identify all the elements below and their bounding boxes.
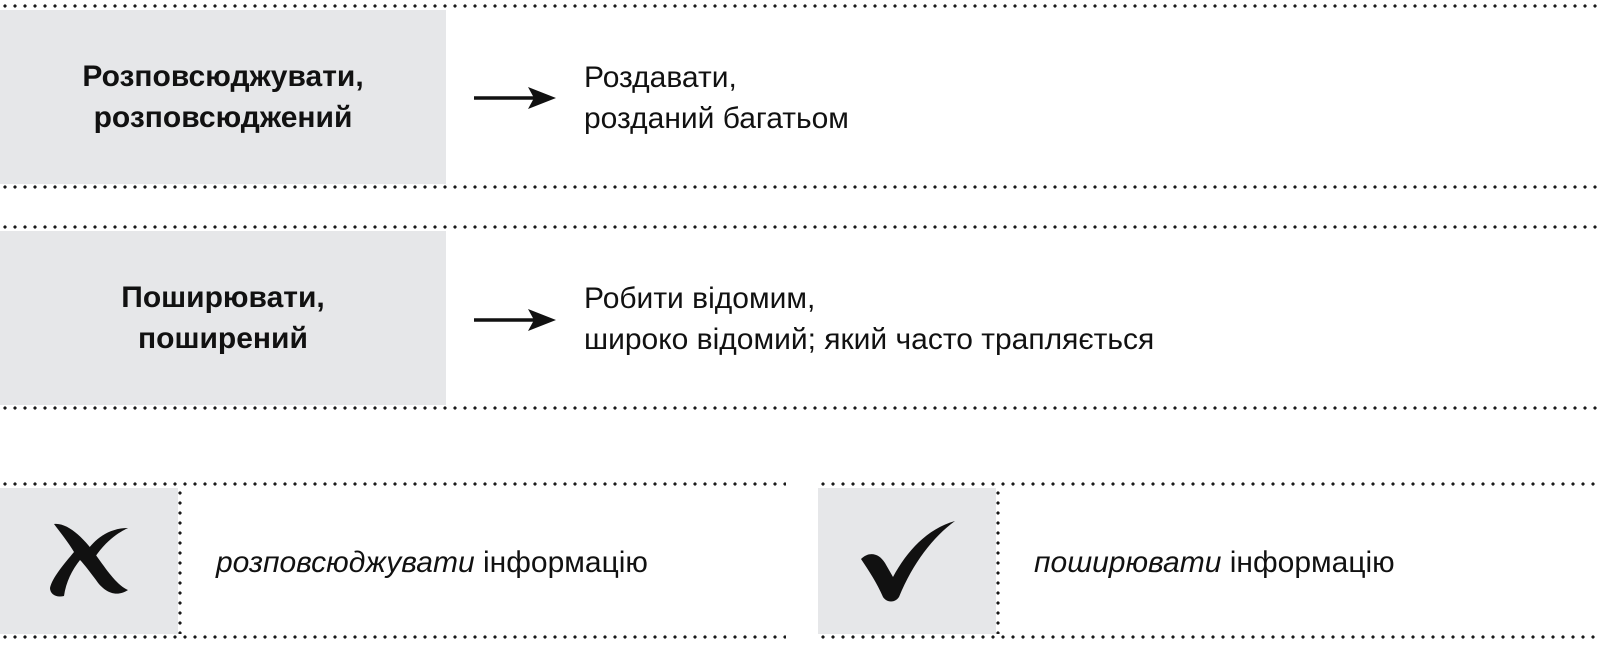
term-2-line2: поширений xyxy=(138,322,308,355)
row1-top-divider xyxy=(0,4,1600,8)
meaning-2: Робити відомим, широко відомий; який час… xyxy=(584,278,1154,360)
right-example-text: поширювати інформацію xyxy=(1034,542,1395,583)
right-example-top-divider xyxy=(818,482,1600,486)
meaning-2-line2: широко відомий; який часто трапляється xyxy=(584,323,1155,356)
meaning-2-line1: Робити відомим, xyxy=(584,282,816,315)
right-mark-box xyxy=(818,488,996,634)
cross-mark-icon xyxy=(50,523,128,597)
meaning-1: Роздавати, розданий багатьом xyxy=(584,57,849,139)
wrong-example-separator xyxy=(178,488,182,634)
term-1-line1: Розповсюджувати, xyxy=(82,60,364,93)
meaning-1-line2: розданий багатьом xyxy=(584,102,849,135)
row2-bottom-divider xyxy=(0,406,1600,410)
arrow-right-icon xyxy=(474,87,556,109)
arrow-right-icon xyxy=(474,309,556,331)
wrong-example-text: розповсюджувати інформацію xyxy=(216,542,648,583)
row2-top-divider xyxy=(0,225,1600,229)
wrong-example-bottom-divider xyxy=(0,635,786,639)
right-example-separator xyxy=(996,488,1000,634)
wrong-example-rest: інформацію xyxy=(474,546,648,579)
wrong-example-word: розповсюджувати xyxy=(216,546,475,579)
wrong-example-top-divider xyxy=(0,482,786,486)
right-example-word: поширювати xyxy=(1034,546,1222,579)
row1-bottom-divider xyxy=(0,185,1600,189)
term-1-line2: розповсюджений xyxy=(93,101,353,134)
check-mark-icon xyxy=(861,521,955,602)
right-example-rest: інформацію xyxy=(1221,546,1395,579)
term-2-line1: Поширювати, xyxy=(121,281,325,314)
right-example-bottom-divider xyxy=(818,635,1600,639)
term-box-1: Розповсюджувати, розповсюджений xyxy=(0,10,446,184)
wrong-mark-box xyxy=(0,488,178,634)
term-box-2: Поширювати, поширений xyxy=(0,231,446,405)
meaning-1-line1: Роздавати, xyxy=(584,61,737,94)
